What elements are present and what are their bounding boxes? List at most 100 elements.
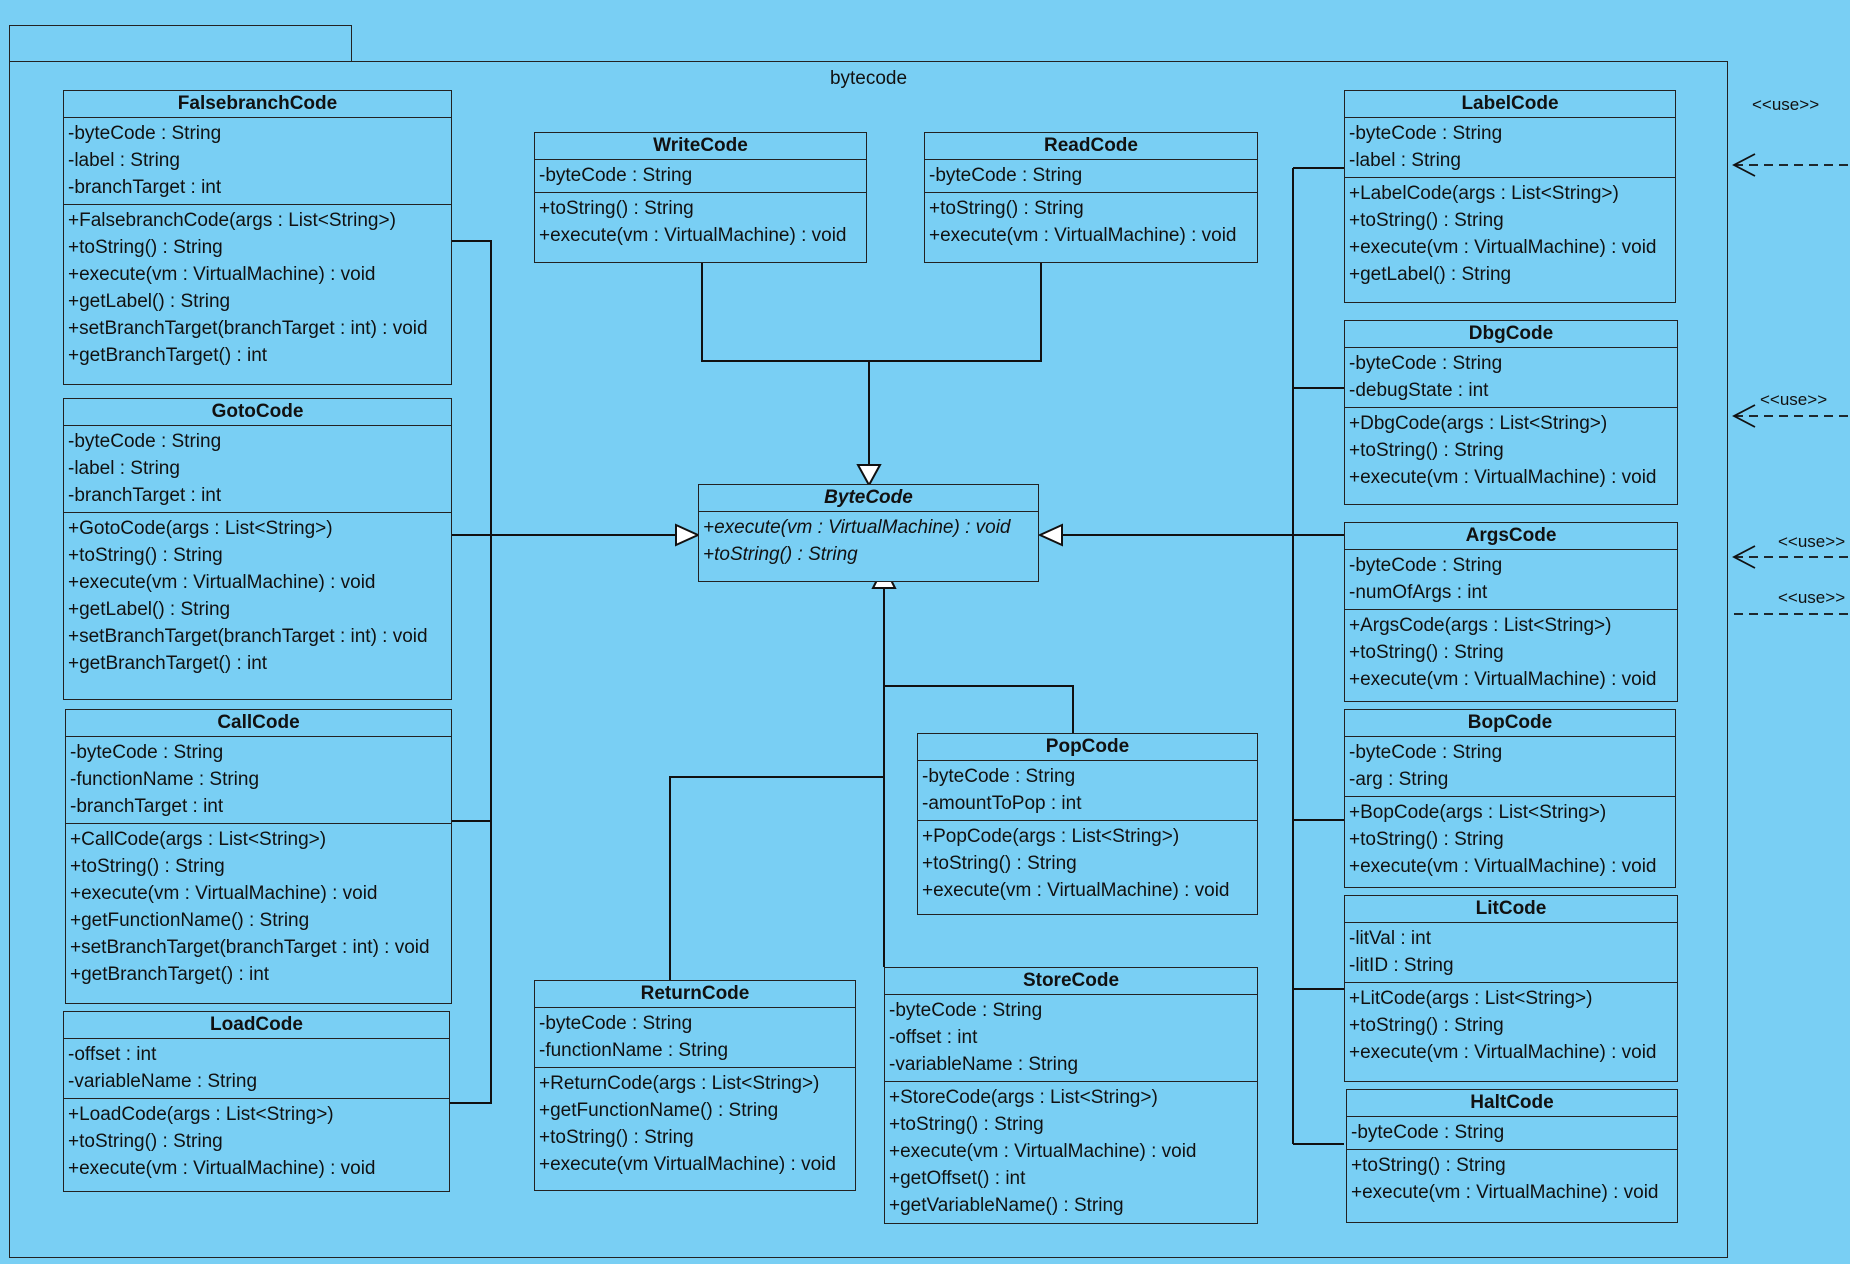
attribute-row: -byteCode : String: [922, 766, 1076, 787]
attribute-row: -byteCode : String: [929, 165, 1083, 186]
operations-section: +DbgCode(args : List<String>) +toString()…: [1345, 407, 1677, 494]
operations-section: +toString() : String+execute(vm : Virtua…: [535, 192, 866, 252]
operation-row: +execute(vm : VirtualMachine) : void: [1349, 669, 1657, 690]
operation-row: +execute(vm VirtualMachine) : void: [539, 1154, 836, 1175]
class-name: WriteCode: [535, 133, 866, 160]
use-arrowhead-2: [1732, 404, 1756, 428]
attributes-section: -byteCode : String-label : String-branch…: [64, 118, 451, 204]
class-argscode[interactable]: ArgsCode -byteCode : String-numOfArgs : …: [1344, 522, 1678, 702]
operation-row: +execute(vm : VirtualMachine) : void: [1349, 467, 1657, 488]
class-labelcode[interactable]: LabelCode -byteCode : String-label : Str…: [1344, 90, 1676, 303]
operation-row: +setBranchTarget(branchTarget : int) : v…: [70, 937, 430, 958]
operation-row: +execute(vm : VirtualMachine) : void: [1349, 1042, 1657, 1063]
attribute-row: -functionName : String: [539, 1040, 729, 1061]
operation-row: +execute(vm : VirtualMachine) : void: [68, 572, 376, 593]
class-falsebranchcode[interactable]: FalsebranchCode -byteCode : String-label…: [63, 90, 452, 385]
operation-row: +execute(vm : VirtualMachine) : void: [539, 225, 847, 246]
attribute-row: -branchTarget : int: [68, 485, 222, 506]
attribute-row: -numOfArgs : int: [1349, 582, 1488, 603]
operation-row: +execute(vm : VirtualMachine) : void: [1349, 856, 1657, 877]
class-writecode[interactable]: WriteCode -byteCode : String +toString()…: [534, 132, 867, 263]
class-returncode[interactable]: ReturnCode -byteCode : String-functionNa…: [534, 980, 856, 1191]
operation-row: +getOffset() : int: [889, 1168, 1026, 1189]
operation-row: +GotoCode(args : List<String>): [68, 518, 333, 539]
attributes-section: -offset : int -variableName : String: [64, 1039, 449, 1098]
operation-row: +toString() : String: [70, 856, 225, 877]
attribute-row: -litID : String: [1349, 955, 1454, 976]
class-haltcode[interactable]: HaltCode -byteCode : String +toString() …: [1346, 1089, 1678, 1223]
attribute-row: -debugState : int: [1349, 380, 1489, 401]
attribute-row: -offset : int: [68, 1044, 157, 1065]
class-bopcode[interactable]: BopCode -byteCode : String-arg : String …: [1344, 709, 1676, 888]
operation-row: +toString() : String: [1349, 642, 1504, 663]
operation-row: +ArgsCode(args : List<String>): [1349, 615, 1612, 636]
operation-row: +toString() : String: [1349, 1015, 1504, 1036]
attributes-section: -byteCode : String-arg : String: [1345, 737, 1675, 796]
operations-section: +PopCode(args : List<String>)+toString()…: [918, 820, 1257, 907]
attribute-row: -arg : String: [1349, 769, 1449, 790]
class-popcode[interactable]: PopCode -byteCode : String-amountToPop :…: [917, 733, 1258, 915]
operation-row: +setBranchTarget(branchTarget : int) : v…: [68, 626, 428, 647]
attribute-row: -variableName : String: [889, 1054, 1079, 1075]
operations-section: +FalsebranchCode(args : List<String>)+to…: [64, 204, 451, 372]
class-readcode[interactable]: ReadCode -byteCode : String +toString() …: [924, 132, 1258, 263]
class-litcode[interactable]: LitCode -litVal : int-litID : String +Li…: [1344, 895, 1678, 1082]
class-name: ByteCode: [699, 485, 1038, 512]
attributes-section: -byteCode : String-offset : int-variable…: [885, 995, 1257, 1081]
class-name: LabelCode: [1345, 91, 1675, 118]
attribute-row: -byteCode : String: [1349, 123, 1503, 144]
operations-section: +LoadCode(args : List<String>)+toString(…: [64, 1098, 449, 1185]
operations-section: +ArgsCode(args : List<String>) +toString(…: [1345, 609, 1677, 696]
class-name: ArgsCode: [1345, 523, 1677, 550]
operation-row: +DbgCode(args : List<String>): [1349, 413, 1608, 434]
class-loadcode[interactable]: LoadCode -offset : int-variableName : St…: [63, 1011, 450, 1192]
inheritance-line-write: [701, 263, 870, 465]
attributes-section: -byteCode : String: [535, 160, 866, 192]
operation-row: +ReturnCode(args : List<String>): [539, 1073, 820, 1094]
attributes-section: -byteCode : String-numOfArgs : int: [1345, 550, 1677, 609]
operations-section: +LabelCode(args : List<String>)+toString…: [1345, 177, 1675, 291]
operation-row: +getBranchTarget() : int: [68, 345, 268, 366]
attributes-section: -byteCode : String-label : String: [1345, 118, 1675, 177]
use-stereotype-label: <<use>>: [1752, 95, 1820, 114]
operation-row: +getLabel() : String: [68, 599, 231, 620]
attribute-row: -variableName : String: [68, 1071, 258, 1092]
class-bytecode-abstract[interactable]: ByteCode +execute(vm : VirtualMachine) :…: [698, 484, 1039, 582]
operation-row: +getLabel() : String: [68, 291, 231, 312]
operation-row: +toString() : String: [1351, 1155, 1506, 1176]
operations-section: +LitCode(args : List<String>)+toString()…: [1345, 982, 1677, 1069]
class-name: ReadCode: [925, 133, 1257, 160]
attributes-section: -byteCode : String-functionName : String: [535, 1008, 855, 1067]
class-callcode[interactable]: CallCode -byteCode : String-functionName…: [65, 709, 452, 1004]
operations-section: +execute(vm : VirtualMachine) : void +toS…: [699, 512, 1038, 571]
operation-row: +execute(vm : VirtualMachine) : void: [889, 1141, 1197, 1162]
use-stereotype-label: <<use>>: [1760, 390, 1828, 409]
package-bytecode[interactable]: bytecode: [9, 61, 1728, 1258]
operation-row: +toString() : String: [1349, 440, 1504, 461]
attribute-row: -branchTarget : int: [68, 177, 222, 198]
operation-row: +execute(vm : VirtualMachine) : void: [703, 517, 1011, 538]
attribute-row: -branchTarget : int: [70, 796, 224, 817]
use-arrowhead-1: [1732, 153, 1756, 177]
attributes-section: -litVal : int-litID : String: [1345, 923, 1677, 982]
class-storecode[interactable]: StoreCode -byteCode : String-offset : in…: [884, 967, 1258, 1224]
operation-row: +toString() : String: [929, 198, 1084, 219]
operation-row: +execute(vm : VirtualMachine) : void: [70, 883, 378, 904]
attributes-section: -byteCode : String-amountToPop : int: [918, 761, 1257, 820]
attribute-row: -byteCode : String: [889, 1000, 1043, 1021]
inheritance-line-read: [869, 263, 1042, 362]
class-name: DbgCode: [1345, 321, 1677, 348]
operation-row: +getFunctionName() : String: [70, 910, 310, 931]
generalization-arrowhead-top: [856, 464, 882, 488]
operation-row: +toString() : String: [703, 544, 858, 565]
class-gotocode[interactable]: GotoCode -byteCode : String-label : Stri…: [63, 398, 452, 700]
operations-section: +toString() : String+execute(vm : Virtua…: [925, 192, 1257, 252]
operations-section: +toString() : String+execute(vm : Virtua…: [1347, 1149, 1677, 1209]
operation-row: +toString() : String: [922, 853, 1077, 874]
operation-row: +toString() : String: [1349, 829, 1504, 850]
operation-row: +execute(vm : VirtualMachine) : void: [1349, 237, 1657, 258]
inheritance-line-return: [669, 776, 884, 980]
class-dbgcode[interactable]: DbgCode -byteCode : String-debugState : …: [1344, 320, 1678, 505]
class-name: GotoCode: [64, 399, 451, 426]
operation-row: +getBranchTarget() : int: [70, 964, 270, 985]
